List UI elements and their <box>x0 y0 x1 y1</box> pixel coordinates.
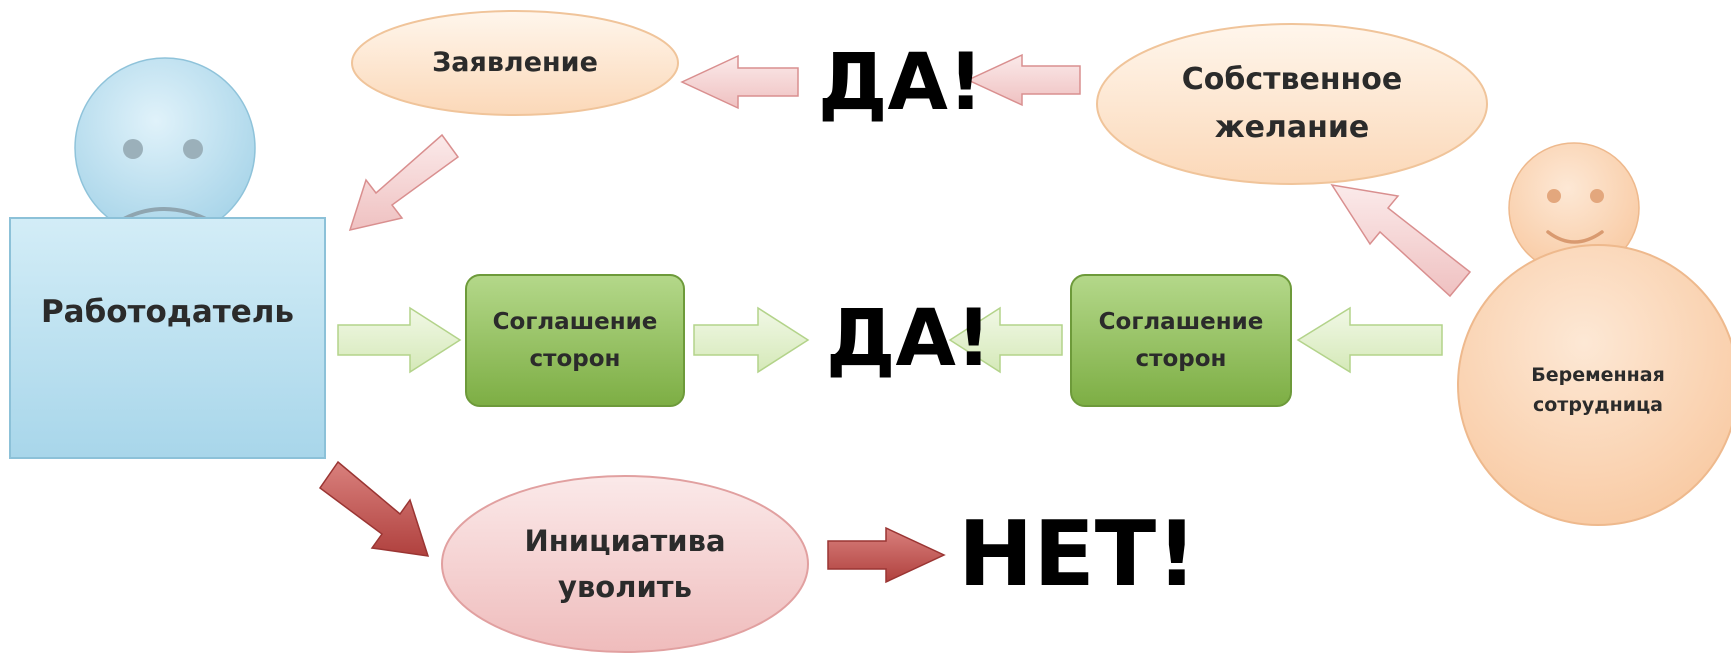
eye-icon <box>1547 189 1561 203</box>
eye-icon <box>183 139 203 159</box>
arrow-right-icon <box>337 306 462 374</box>
smile-icon <box>1546 230 1604 244</box>
application-ellipse <box>351 10 679 116</box>
outcome-top-yes: ДА! <box>818 38 984 128</box>
arrow-left-icon <box>680 54 799 110</box>
arrow-left-icon <box>966 53 1081 107</box>
arrow-down-right-icon <box>318 460 430 557</box>
arrow-right-icon <box>827 526 946 584</box>
outcome-bottom-no: НЕТ! <box>958 502 1198 607</box>
initiative-label: Инициатива уволить <box>524 523 726 604</box>
outcome-middle-yes: ДА! <box>826 294 992 384</box>
own-wish-ellipse <box>1096 23 1488 185</box>
eye-icon <box>123 139 143 159</box>
employer-box <box>9 217 326 459</box>
arrow-right-icon <box>693 306 810 374</box>
agreement-right-label: Соглашение сторон <box>1098 308 1264 372</box>
pregnant-employee-figure <box>1457 142 1731 526</box>
arrow-left-icon <box>1296 306 1443 374</box>
initiative-ellipse <box>441 475 809 653</box>
eye-icon <box>1590 189 1604 203</box>
employer-label: Работодатель <box>40 294 295 331</box>
pregnant-employee-circle <box>1457 244 1731 526</box>
pregnant-employee-label: Беременная сотрудница <box>1531 363 1665 416</box>
arrow-up-left-icon <box>1330 183 1472 298</box>
agreement-right-box <box>1070 274 1292 407</box>
employer-figure <box>9 57 326 459</box>
application-label: Заявление <box>432 47 598 79</box>
arrow-down-left-icon <box>348 133 460 232</box>
agreement-left-label: Соглашение сторон <box>492 308 658 372</box>
arrow-left-icon <box>948 306 1063 374</box>
agreement-left-box <box>465 274 685 407</box>
own-wish-label: Собственное желание <box>1181 62 1403 145</box>
